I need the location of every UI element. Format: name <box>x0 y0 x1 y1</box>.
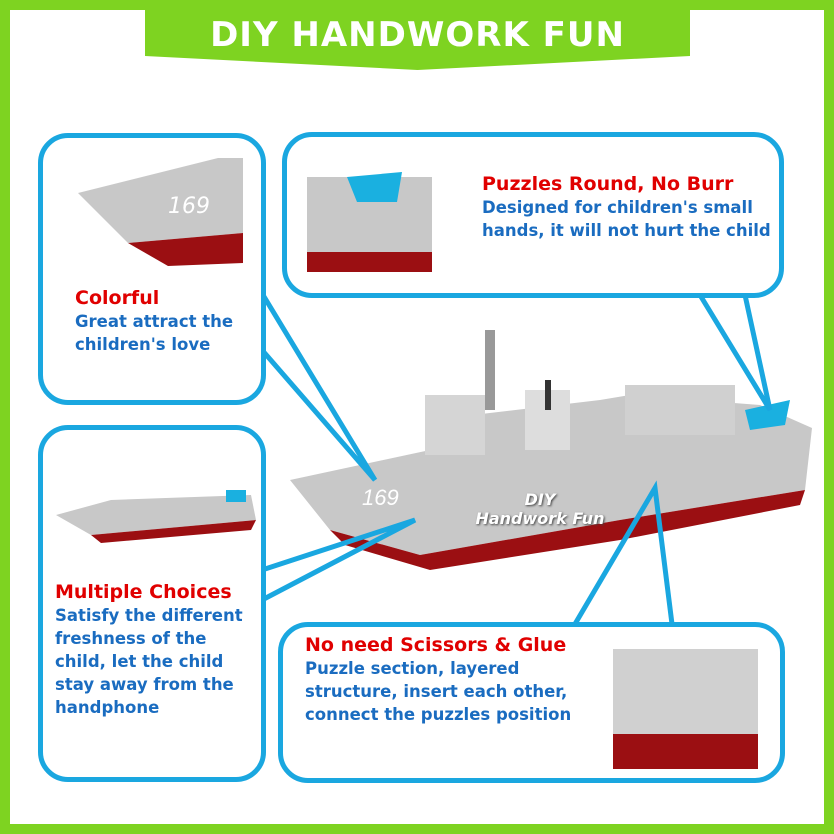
callout-title: Puzzles Round, No Burr <box>482 173 734 195</box>
callout-body: Puzzle section, layered structure, inser… <box>305 659 572 724</box>
callout-title: No need Scissors & Glue <box>305 634 567 656</box>
ship-label-line1: DIY <box>524 490 556 509</box>
hull-number: 169 <box>362 485 399 510</box>
stern-closeup-image <box>307 172 432 272</box>
callout-body: Great attract the children's love <box>75 312 234 354</box>
ship-label-line2: Handwork Fun <box>475 509 605 528</box>
callout-title: Multiple Choices <box>55 581 232 603</box>
callout-title: Colorful <box>75 287 160 309</box>
bow-closeup-image: 169 <box>78 158 243 266</box>
callout-multiple-choices: Multiple Choices Satisfy the different f… <box>38 425 266 782</box>
callout-no-burr: Puzzles Round, No Burr Designed for chil… <box>282 132 784 298</box>
callout-pointers <box>257 288 773 626</box>
section-closeup-image <box>613 649 758 769</box>
svg-text:169: 169 <box>168 194 210 219</box>
callout-body: Designed for children's small hands, it … <box>482 198 771 240</box>
callout-no-scissors: No need Scissors & Glue Puzzle section, … <box>278 622 785 783</box>
full-ship-thumbnail <box>56 490 256 543</box>
page-title: DIY HANDWORK FUN <box>145 0 690 70</box>
main-ship: 169 <box>290 330 812 570</box>
ship-label: DIY Handwork Fun <box>455 490 625 528</box>
callout-body: Satisfy the different freshness of the c… <box>55 606 243 717</box>
callout-colorful: 169 Colorful Great attract the children'… <box>38 133 266 405</box>
